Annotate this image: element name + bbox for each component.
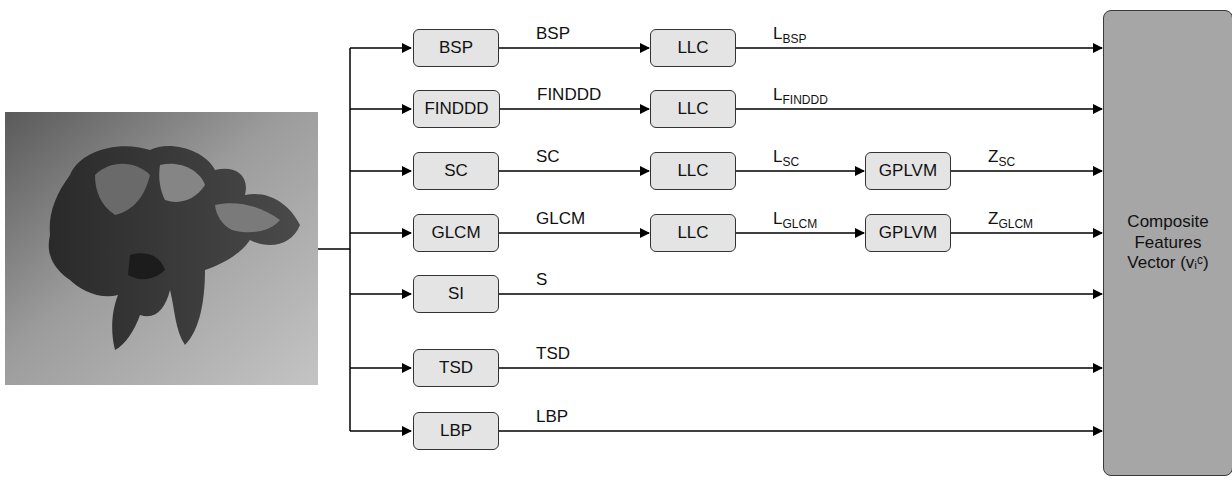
box-label: LLC: [671, 161, 714, 181]
feature-box: TSD: [413, 349, 499, 387]
feature-box: BSP: [413, 29, 499, 67]
signal-label: LFINDDD: [772, 86, 829, 103]
feature-box: SI: [413, 275, 499, 313]
flow-arrow: [499, 293, 1102, 295]
petal-highlight: [95, 164, 150, 215]
petal-shadow: [128, 253, 165, 279]
box-label: SC: [438, 161, 474, 181]
flow-arrow: [499, 367, 1102, 369]
flow-arrow: [951, 232, 1102, 234]
flow-arrow: [499, 47, 649, 49]
box-label: SI: [442, 284, 470, 304]
flow-arrow: [499, 232, 649, 234]
flow-arrow: [736, 170, 864, 172]
feature-box: GLCM: [413, 214, 499, 252]
signal-label: LGLCM: [772, 210, 818, 227]
flow-arrow: [500, 108, 649, 110]
box-label: BSP: [433, 38, 479, 58]
signal-label: FINDDD: [536, 86, 602, 103]
box-label: LLC: [671, 223, 714, 243]
box-label: GPLVM: [873, 161, 943, 181]
signal-label: LBP: [535, 408, 569, 425]
box-label: TSD: [433, 358, 479, 378]
signal-label: S: [535, 271, 548, 288]
fan-out-lines: [318, 48, 411, 431]
llc-box: LLC: [650, 214, 736, 252]
box-label: LLC: [671, 99, 714, 119]
signal-label: TSD: [535, 345, 571, 362]
feature-box: SC: [413, 152, 499, 190]
feature-box: FINDDD: [413, 90, 500, 128]
feature-box: LBP: [413, 412, 499, 450]
gplvm-box: GPLVM: [865, 152, 951, 190]
flower-shape: [49, 146, 300, 350]
flow-arrow: [736, 47, 1102, 49]
petal-highlight: [215, 203, 280, 232]
box-label: LBP: [434, 421, 478, 441]
llc-box: LLC: [650, 90, 736, 128]
flow-arrow: [951, 170, 1102, 172]
composite-box: Composite Features Vector (vᵢᶜ): [1103, 10, 1232, 476]
gplvm-box: GPLVM: [865, 214, 951, 252]
flow-arrow: [499, 430, 1102, 432]
petal-highlight: [159, 164, 205, 202]
signal-label: LSC: [772, 148, 800, 165]
flow-arrow: [499, 170, 649, 172]
flow-arrow: [736, 232, 864, 234]
signal-label: GLCM: [535, 210, 586, 227]
image-ground: [5, 112, 318, 385]
llc-box: LLC: [650, 152, 736, 190]
box-label: FINDDD: [418, 99, 494, 119]
signal-label: ZSC: [987, 148, 1016, 165]
box-label: GPLVM: [873, 223, 943, 243]
signal-label: SC: [535, 148, 561, 165]
box-label: Composite Features Vector (vᵢᶜ): [1104, 212, 1232, 273]
flow-arrow: [736, 108, 1102, 110]
llc-box: LLC: [650, 29, 736, 67]
box-label: GLCM: [425, 223, 486, 243]
signal-label: BSP: [535, 25, 571, 42]
box-label: LLC: [671, 38, 714, 58]
signal-label: ZGLCM: [987, 210, 1034, 227]
signal-label: LBSP: [772, 25, 807, 42]
